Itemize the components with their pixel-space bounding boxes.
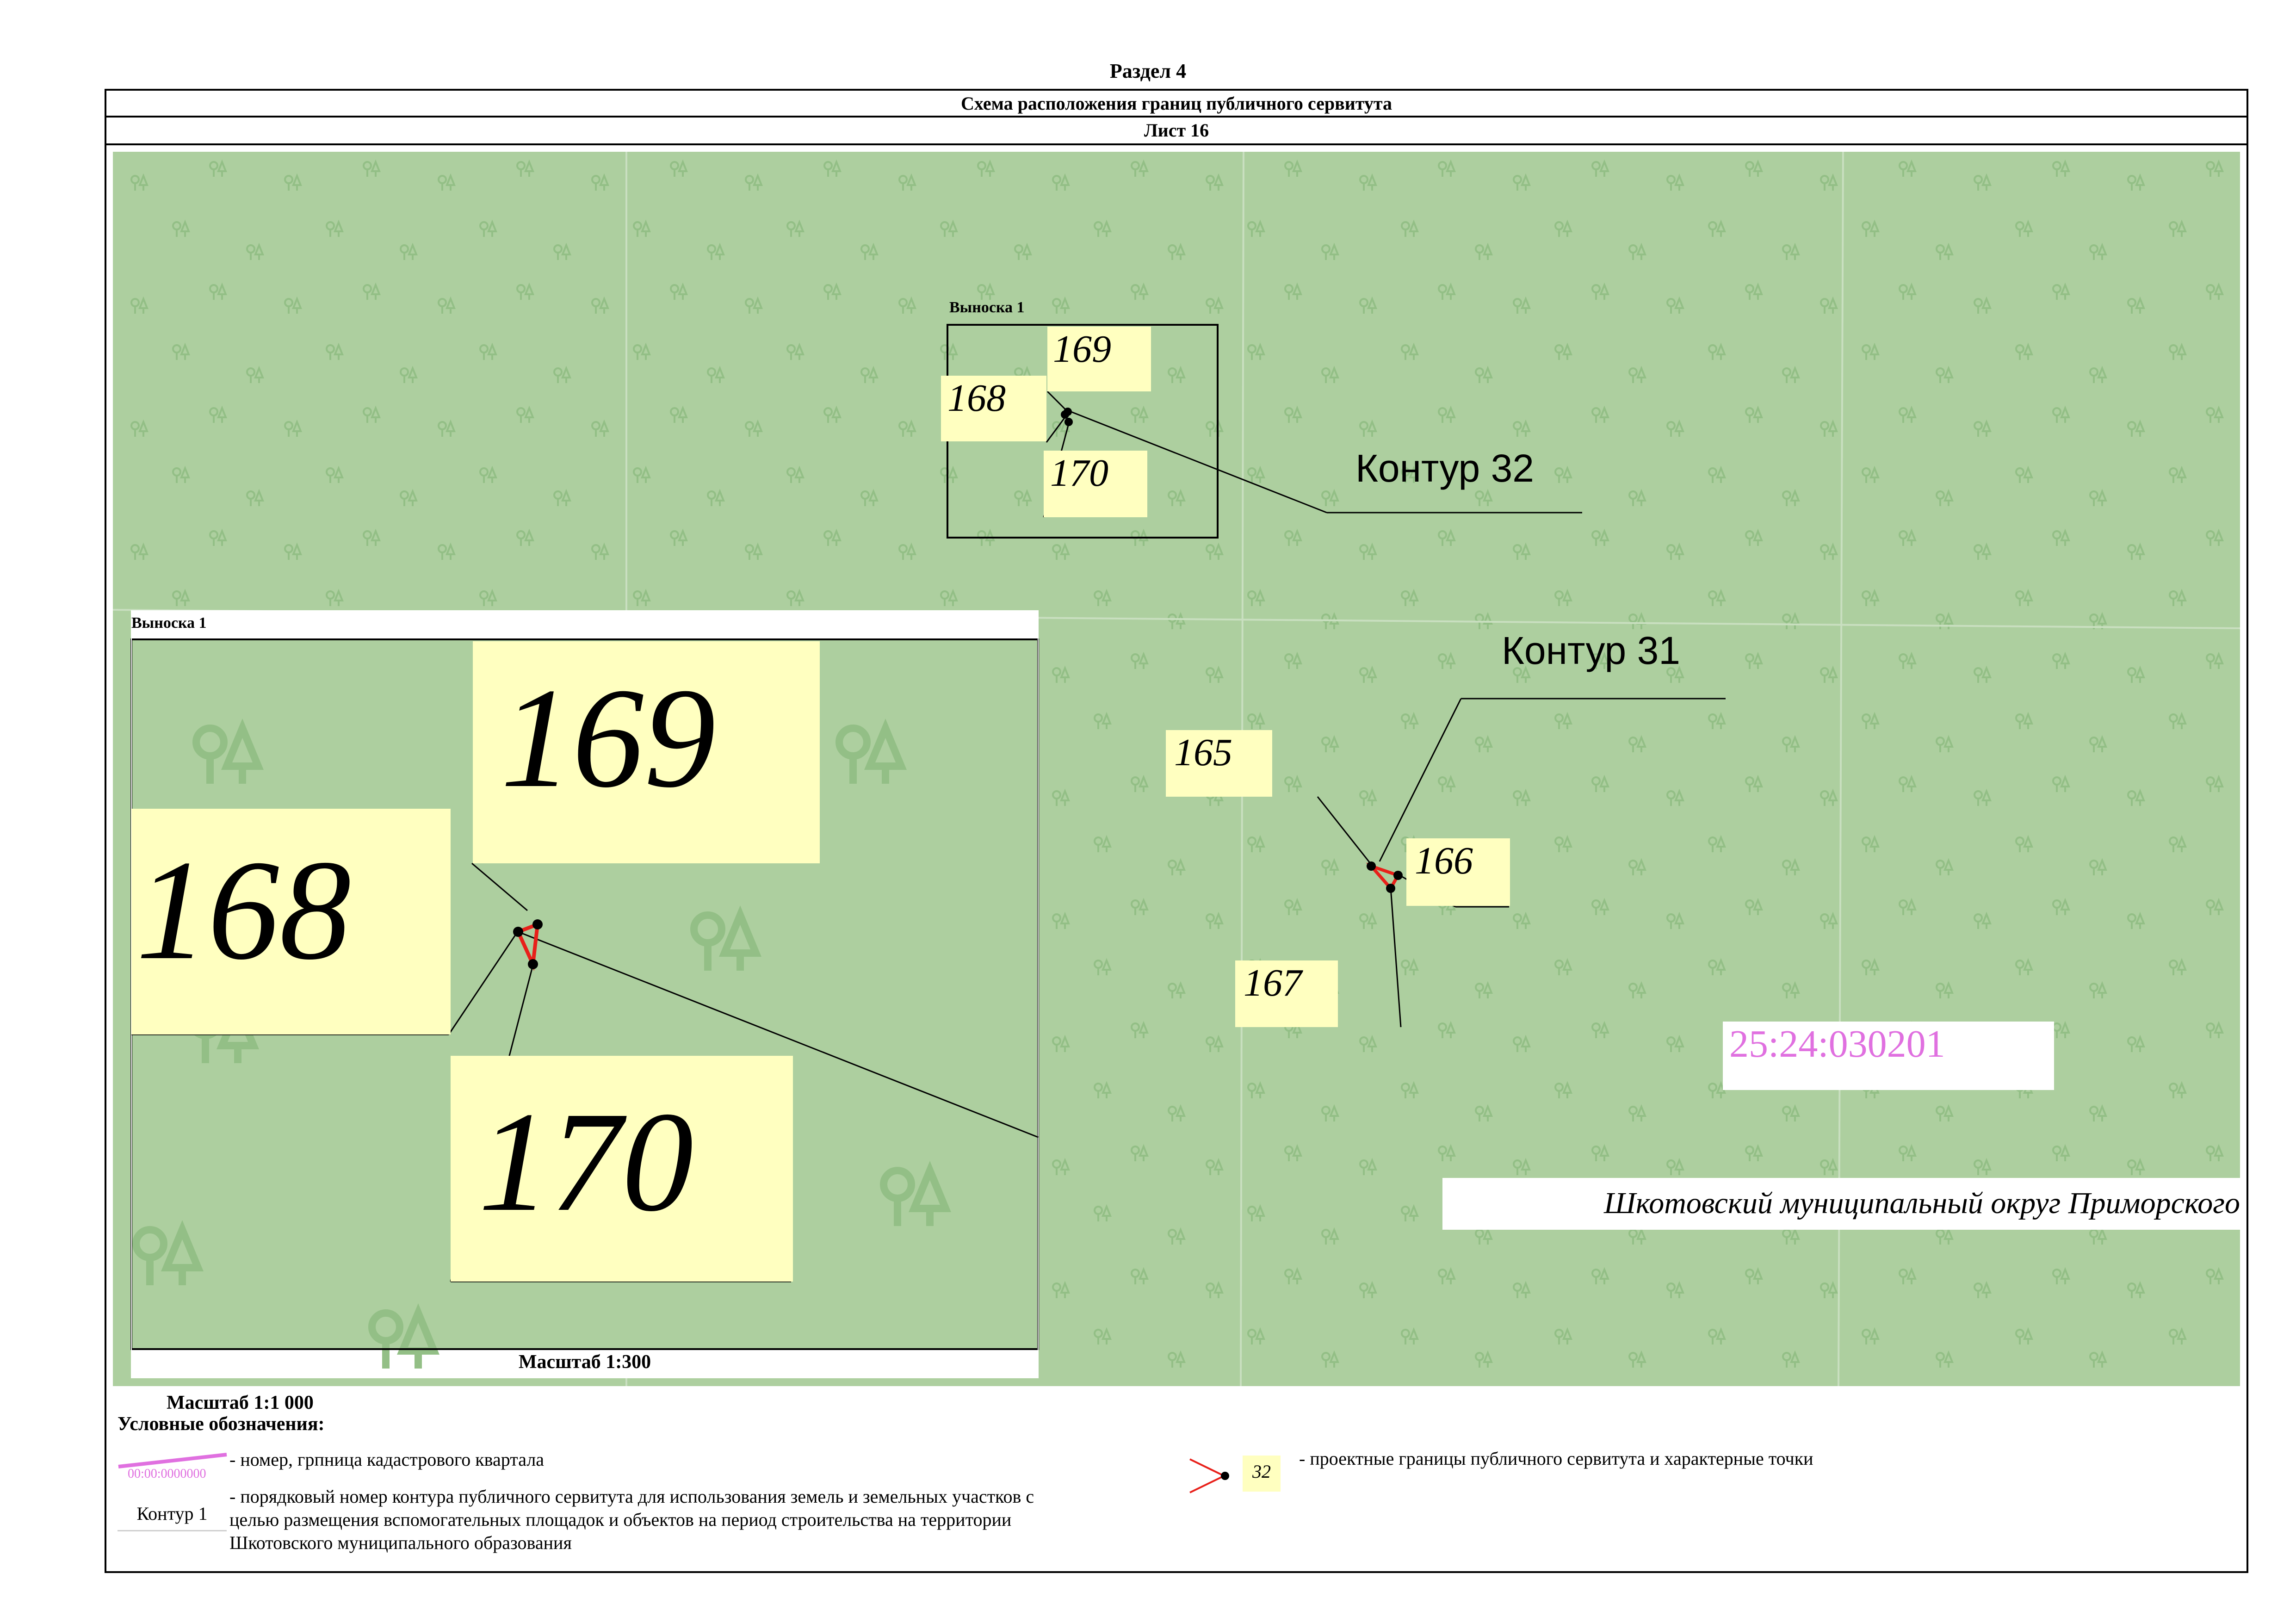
callout-large-scale: Масштаб 1:300 (518, 1351, 651, 1373)
map-canvas[interactable]: Выноска 1 169 168 170 Контур 32 165 166 … (113, 152, 2240, 1386)
callout-contour-leader (518, 931, 1039, 1138)
callout-point-168-leader (448, 930, 519, 1035)
point-label-167: 167 (1235, 960, 1338, 1027)
legend-contour-line-1: - порядковый номер контура публичного се… (229, 1486, 1034, 1507)
point-label-170: 170 (1044, 451, 1147, 517)
callout-point-label-170: 170 (451, 1056, 793, 1282)
point-label-166: 166 (1406, 838, 1510, 906)
callout-point-label-168: 168 (131, 809, 451, 1035)
legend-quarter-text: - номер, грпница кадастрового квартала (229, 1449, 545, 1470)
point-169-leader (1046, 390, 1068, 412)
point-marker-168[interactable] (1061, 410, 1069, 419)
point-marker-166[interactable] (1393, 871, 1403, 880)
section-title: Раздел 4 (1109, 60, 1187, 82)
point-label-165: 165 (1166, 730, 1272, 797)
callout-large-header (131, 611, 1038, 639)
district-label: Шкотовский муниципальный округ Приморско… (1442, 1178, 2240, 1230)
main-scale: Масштаб 1:1 000 (167, 1392, 314, 1413)
sheet-number-row: Лист 16 (105, 116, 2248, 145)
legend-boundary-icon (1189, 1458, 1229, 1493)
callout-large-footer (131, 1349, 1038, 1378)
cadastral-quarter-label: 25:24:030201 (1723, 1022, 2054, 1090)
contour-31-leader (1379, 698, 1462, 862)
legend-boundary-sample: 32 (1243, 1456, 1281, 1492)
contour-31-boundary[interactable] (1366, 862, 1401, 892)
callout-point-marker-169[interactable] (532, 919, 543, 929)
point-165-leader (1317, 796, 1371, 864)
point-label-168: 168 (941, 376, 1046, 441)
legend-contour-sample: Контур 1 (118, 1503, 227, 1531)
point-marker-165[interactable] (1367, 861, 1376, 871)
scheme-title-row: Схема расположения границ публичного сер… (105, 89, 2248, 118)
callout-point-169-leader (471, 862, 528, 911)
sheet-frame (105, 143, 2248, 1573)
legend-contour-text: - порядковый номер контура публичного се… (229, 1485, 1169, 1555)
legend-contour-line-2: целью размещения вспомогательных площадо… (229, 1509, 1012, 1530)
legend-quarter-line-icon (118, 1453, 227, 1468)
callout-large-title: Выноска 1 (131, 614, 207, 632)
callout-point-label-169: 169 (473, 641, 820, 863)
point-167-leader (1390, 887, 1402, 1028)
contour-31-label: Контур 31 (1502, 629, 1680, 672)
callout-point-marker-168[interactable] (513, 927, 523, 937)
legend-contour-line-3: Шкотовского муниципального образования (229, 1532, 572, 1553)
callout-small-title: Выноска 1 (949, 299, 1025, 316)
scheme-title: Схема расположения границ публичного сер… (960, 93, 1392, 114)
sheet-number: Лист 16 (1144, 120, 1209, 141)
legend-quarter-sample: 00:00:0000000 (128, 1467, 206, 1481)
point-marker-167[interactable] (1386, 884, 1395, 893)
contour-32-leader (1068, 410, 1327, 514)
contour-32-label: Контур 32 (1355, 446, 1534, 490)
point-marker-170[interactable] (1064, 418, 1073, 426)
legend-boundary-text: - проектные границы публичного сервитута… (1299, 1448, 1813, 1469)
contour-32-boundary[interactable] (515, 921, 540, 971)
callout-point-marker-170[interactable] (528, 959, 538, 969)
legend-title: Условные обозначения: (118, 1413, 325, 1435)
point-label-169: 169 (1047, 327, 1151, 391)
